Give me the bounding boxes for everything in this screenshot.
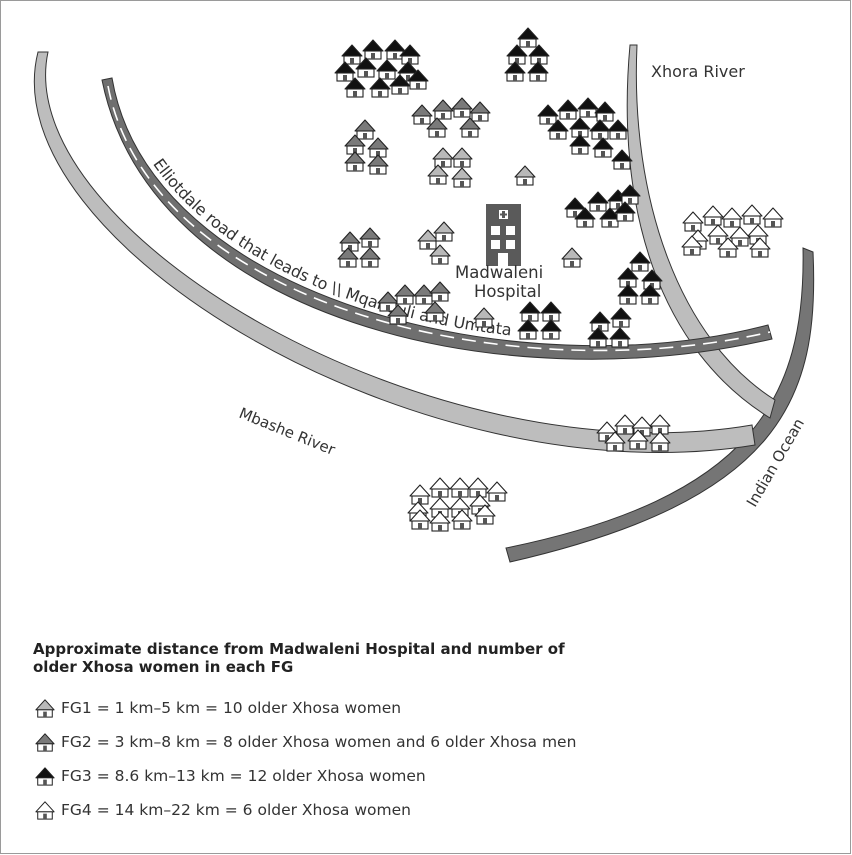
fg3-hut-icon	[35, 767, 55, 786]
fg2-hut	[429, 281, 451, 302]
fg2-hut	[339, 231, 361, 252]
legend-item-fg4: FG4 = 14 km–22 km = 6 older Xhosa women	[33, 798, 793, 822]
fg3-hut	[362, 39, 384, 60]
legend-title-line1: Approximate distance from Madwaleni Hosp…	[33, 640, 565, 658]
fg2-hut	[344, 151, 366, 172]
fg4-hut	[649, 414, 671, 435]
fg2-hut	[359, 227, 381, 248]
fg1-hut	[432, 147, 454, 168]
fg3-hut	[540, 319, 562, 340]
fg4-hut	[409, 484, 431, 505]
fg4-hut	[467, 477, 489, 498]
fg3-hut	[569, 117, 591, 138]
legend-item-text: FG3 = 8.6 km–13 km = 12 older Xhosa wome…	[61, 767, 426, 785]
fg4-hut	[762, 207, 784, 228]
fg3-hut	[587, 191, 609, 212]
fg3-hut	[577, 97, 599, 118]
legend-item-fg1: FG1 = 1 km–5 km = 10 older Xhosa women	[33, 696, 793, 720]
fg1-hut	[451, 147, 473, 168]
fg3-hut	[341, 44, 363, 65]
fg1-hut-icon	[35, 699, 55, 718]
map: Xhora River Madwaleni Hospital Mbashe Ri…	[33, 27, 815, 563]
fg3-hut	[517, 319, 539, 340]
settlements	[334, 27, 784, 532]
fg4-hut	[429, 477, 451, 498]
hospital-label-line1: Madwaleni	[455, 263, 543, 282]
legend-item-fg2: FG2 = 3 km–8 km = 8 older Xhosa women an…	[33, 730, 793, 754]
fg1-hut	[561, 247, 583, 268]
fg4-hut	[741, 204, 763, 225]
hospital-icon	[486, 204, 521, 266]
legend-item-text: FG1 = 1 km–5 km = 10 older Xhosa women	[61, 699, 402, 717]
fg1-hut	[433, 221, 455, 242]
road-center-line	[107, 85, 771, 352]
fg2-hut	[432, 99, 454, 120]
elliotdale-road	[101, 77, 773, 360]
fg4-hut	[449, 477, 471, 498]
fg1-hut	[451, 167, 473, 188]
fg3-hut	[519, 301, 541, 322]
fg2-hut	[451, 97, 473, 118]
fg3-hut	[592, 137, 614, 158]
fg2-hut	[424, 301, 446, 322]
fg3-hut	[517, 27, 539, 48]
mbashe-river	[33, 51, 756, 453]
fg2-hut	[359, 247, 381, 268]
legend-item-text: FG2 = 3 km–8 km = 8 older Xhosa women an…	[61, 733, 577, 751]
fg1-hut	[427, 164, 449, 185]
fg3-hut	[594, 101, 616, 122]
fg3-hut	[369, 77, 391, 98]
fg3-hut	[589, 311, 611, 332]
fg3-hut	[589, 119, 611, 140]
legend-item-fg3: FG3 = 8.6 km–13 km = 12 older Xhosa wome…	[33, 764, 793, 788]
fg2-hut	[469, 101, 491, 122]
legend: Approximate distance from Madwaleni Hosp…	[33, 640, 793, 832]
fg3-hut	[557, 99, 579, 120]
hospital-label-line2: Hospital	[474, 282, 541, 301]
fg2-hut-icon	[35, 733, 55, 752]
fg2-hut	[354, 119, 376, 140]
fg4-hut-icon	[35, 801, 55, 820]
fg3-hut	[504, 61, 526, 82]
fg1-hut	[473, 307, 495, 328]
fg3-hut	[528, 44, 550, 65]
legend-title: Approximate distance from Madwaleni Hosp…	[33, 640, 793, 676]
xhora-river-label: Xhora River	[651, 62, 745, 81]
fg4-hut	[721, 207, 743, 228]
fg4-hut	[702, 205, 724, 226]
fg3-hut	[399, 44, 421, 65]
fg2-hut	[367, 137, 389, 158]
fg3-hut	[629, 251, 651, 272]
legend-title-line2: older Xhosa women in each FG	[33, 658, 294, 676]
fg4-hut	[486, 481, 508, 502]
fg3-hut	[609, 327, 631, 348]
fg1-hut	[514, 165, 536, 186]
fg3-hut	[537, 104, 559, 125]
fg3-hut	[527, 61, 549, 82]
fg4-hut	[682, 211, 704, 232]
fg3-hut	[569, 134, 591, 155]
indian-ocean	[505, 247, 815, 563]
fg3-hut	[506, 44, 528, 65]
mbashe-river-label: Mbashe River	[237, 404, 339, 459]
fg4-hut	[614, 414, 636, 435]
fg2-hut	[413, 284, 435, 305]
fg2-hut	[367, 154, 389, 175]
fg3-hut	[610, 307, 632, 328]
fg3-hut	[334, 61, 356, 82]
fg3-hut	[607, 119, 629, 140]
fg3-hut	[540, 301, 562, 322]
legend-item-text: FG4 = 14 km–22 km = 6 older Xhosa women	[61, 801, 411, 819]
fg2-hut	[411, 104, 433, 125]
fg3-hut	[376, 59, 398, 80]
fg3-hut	[617, 284, 639, 305]
fg2-hut	[394, 284, 416, 305]
